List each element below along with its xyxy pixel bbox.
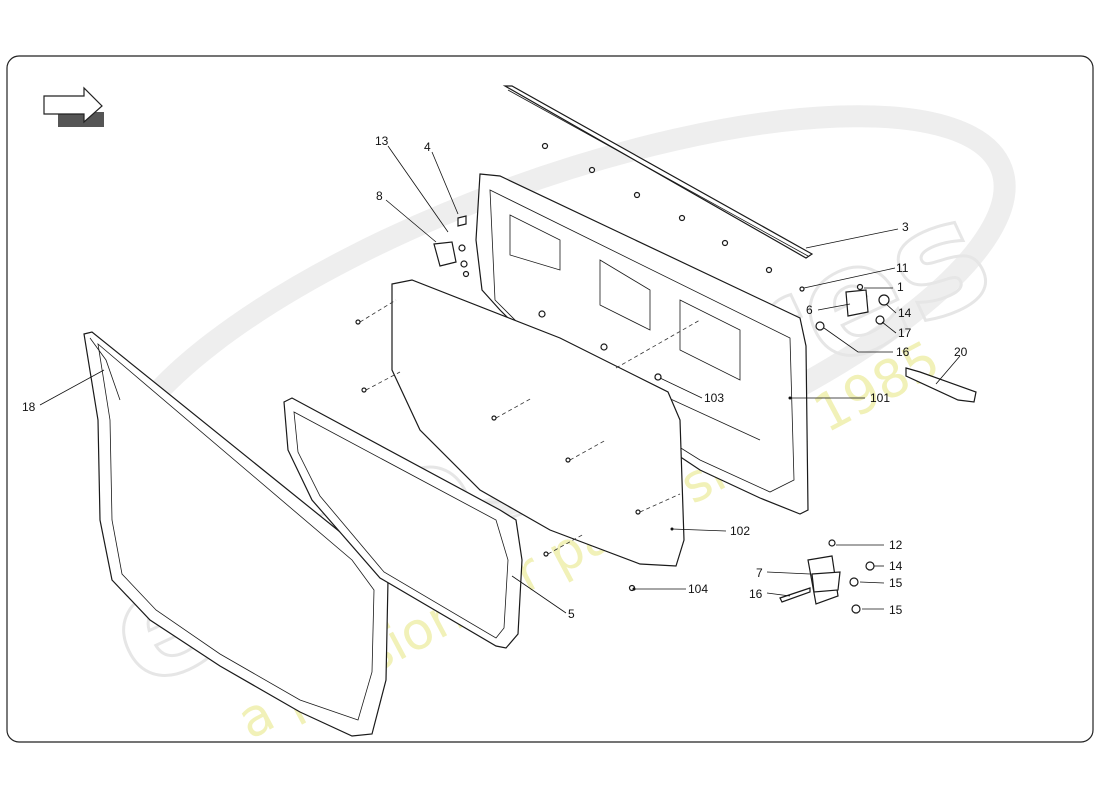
callout-101: 101 [870,391,890,405]
window-glass [391,279,685,567]
direction-arrow-icon [43,86,104,127]
callout-4: 4 [424,140,431,154]
callout-11: 11 [896,261,909,275]
inner-door-seal [283,397,523,649]
callout-20: 20 [954,345,968,359]
leader-lines [39,145,961,614]
callout-16-upper: 16 [896,345,910,359]
callout-8: 8 [376,189,383,203]
callout-104: 104 [688,582,708,596]
callout-1: 1 [897,280,904,294]
callout-16-lower: 16 [749,587,763,601]
anchor-dots [632,396,792,591]
callout-14-lower: 14 [889,559,903,573]
striker-assembly [433,215,470,278]
callout-15-a: 15 [889,576,903,590]
callout-103: 103 [704,391,724,405]
clips [541,142,773,274]
callout-5: 5 [568,607,575,621]
callout-15-b: 15 [889,603,903,617]
callout-14-upper: 14 [898,306,912,320]
callout-6: 6 [806,303,813,317]
callout-12: 12 [889,538,903,552]
upper-hinge [799,283,890,331]
callout-13: 13 [375,134,389,148]
callout-3: 3 [902,220,909,234]
lower-hinge [779,539,875,614]
callout-18: 18 [22,400,36,414]
callout-17: 17 [898,326,912,340]
window-channel-strip [502,85,814,259]
callout-102: 102 [730,524,750,538]
door-shell [475,173,809,515]
bracket-20 [905,367,977,403]
callout-labels: 13 4 8 3 11 1 6 14 17 16 20 101 103 18 1… [22,134,968,621]
callout-7: 7 [756,566,763,580]
fixing-lines [355,299,701,557]
